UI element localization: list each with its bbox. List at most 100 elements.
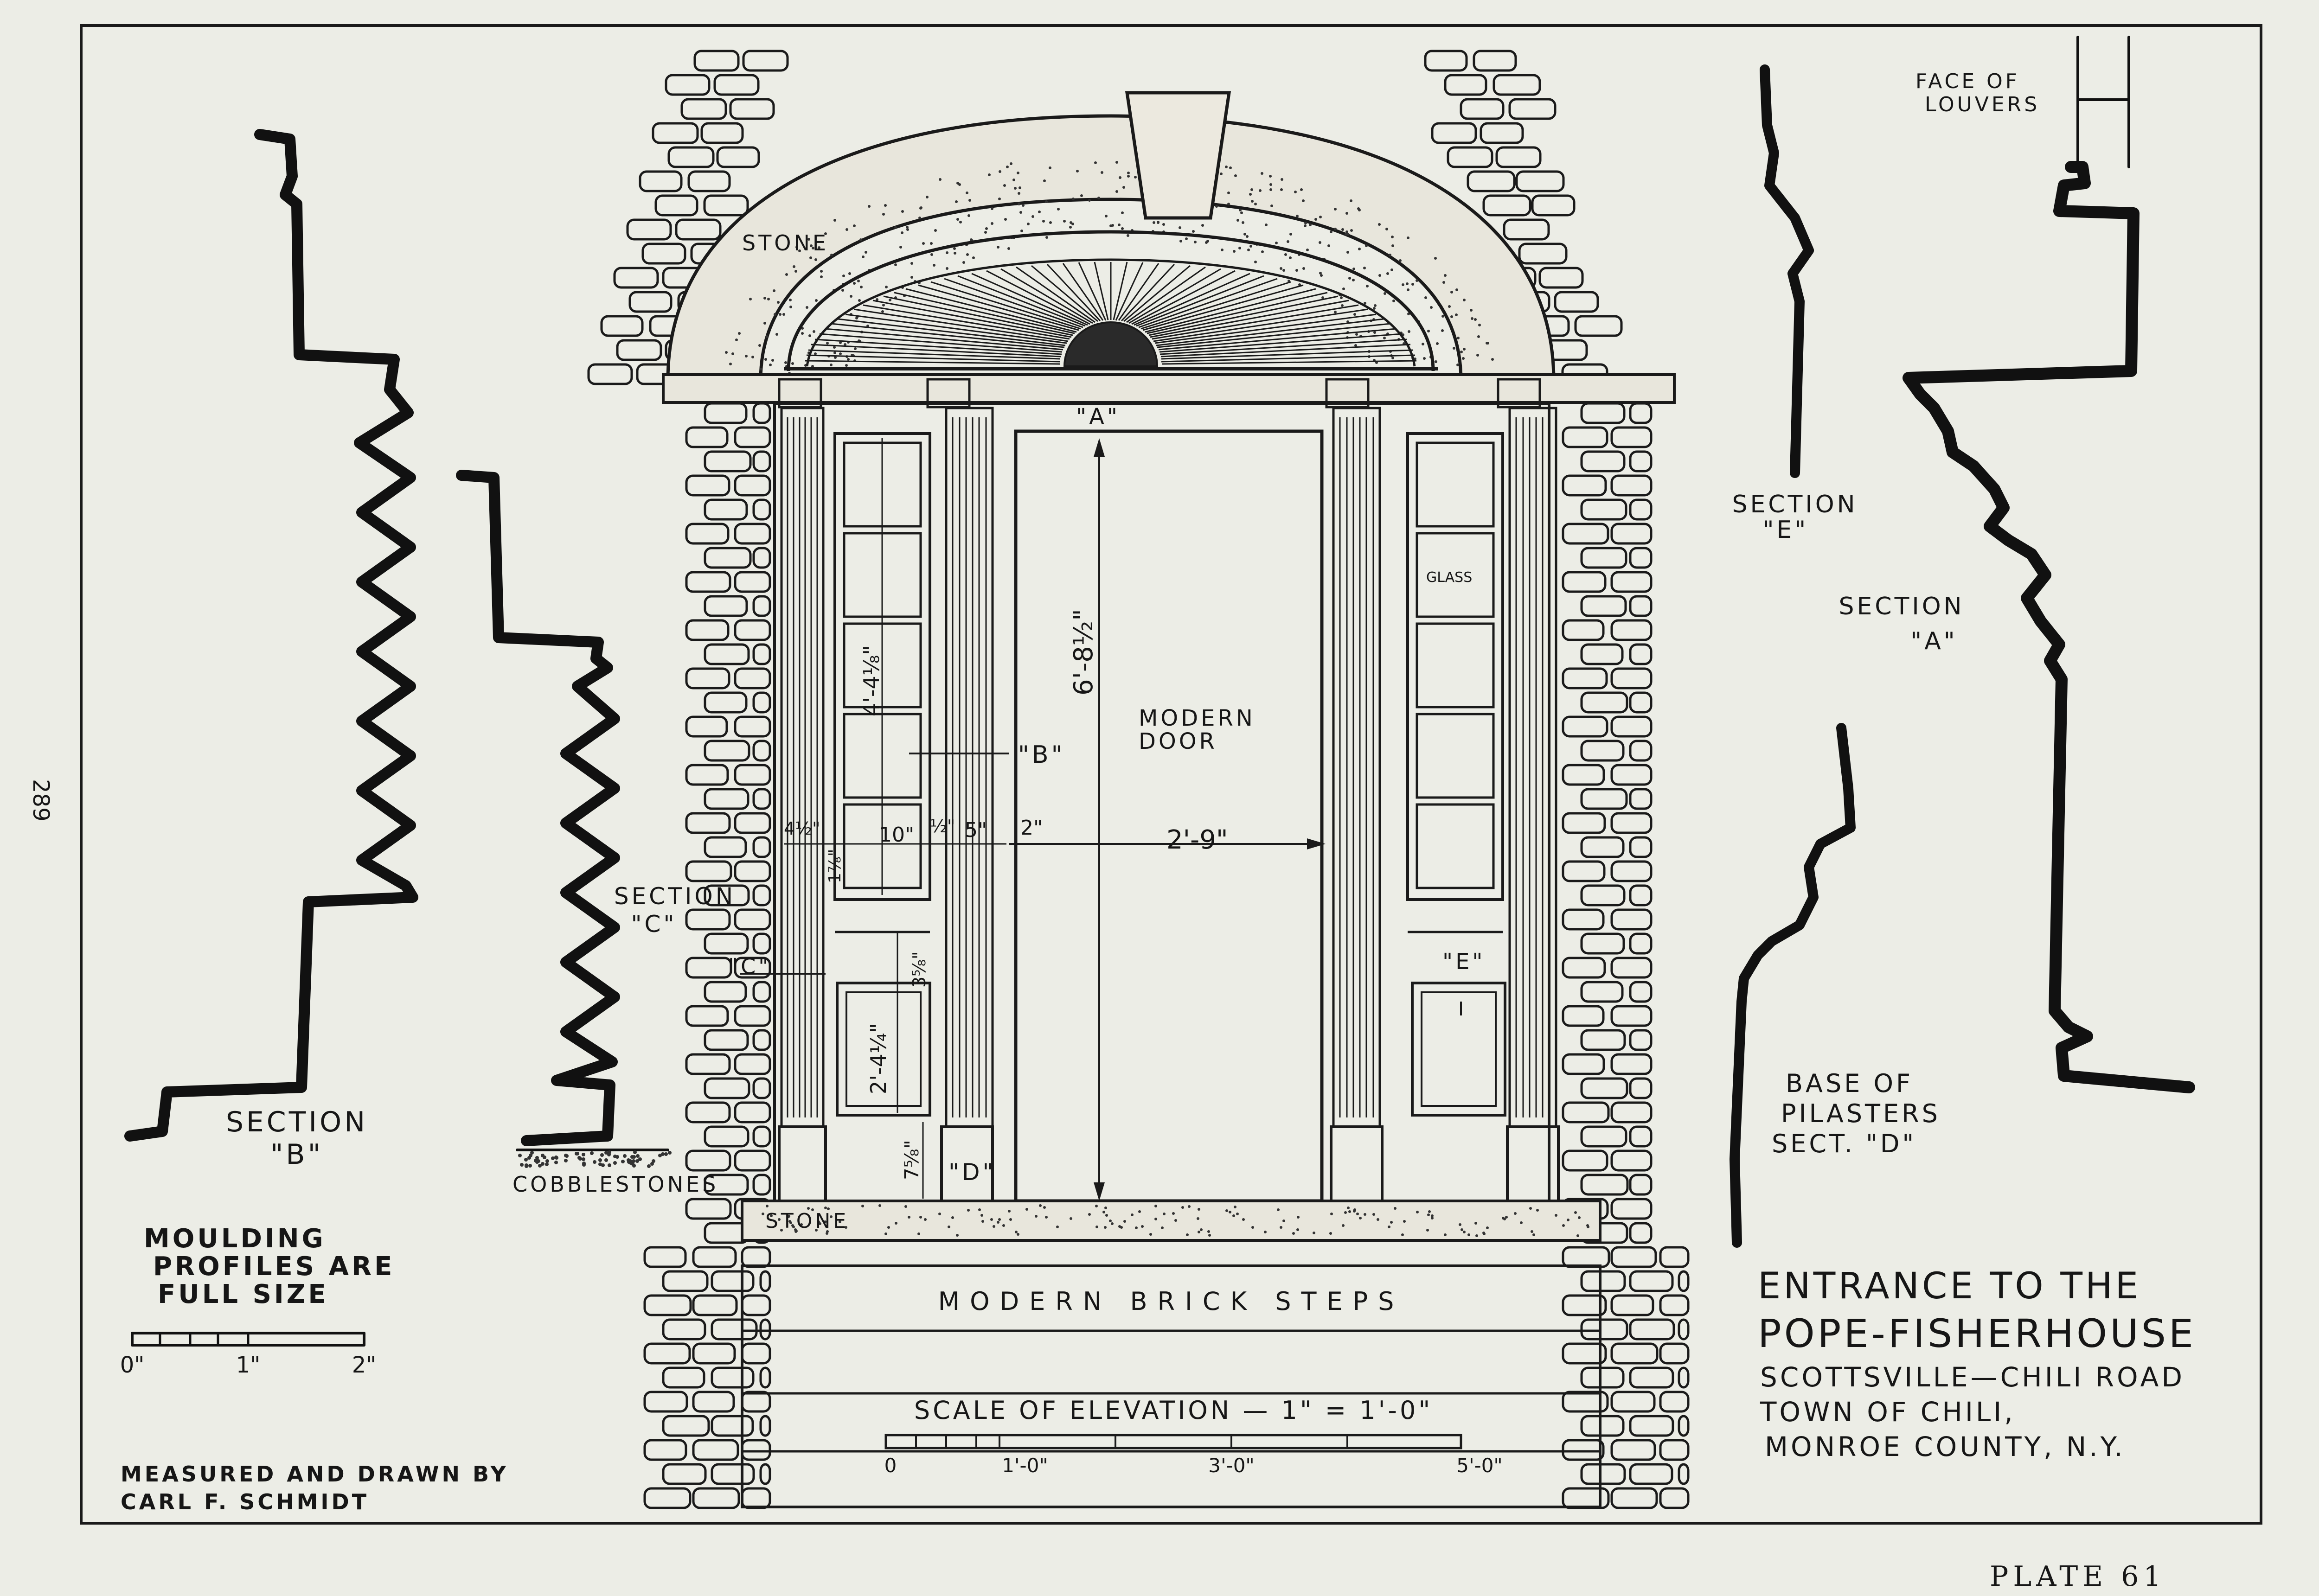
stipple-dot [901, 210, 904, 213]
brick [734, 860, 771, 882]
stipple-dot [535, 1156, 539, 1160]
stipple-dot [1378, 274, 1381, 277]
stipple-dot [1319, 272, 1322, 275]
brick [711, 1270, 755, 1292]
stipple-dot [1514, 1212, 1517, 1215]
stipple-dot [811, 1208, 814, 1211]
stipple-dot [1431, 1214, 1434, 1217]
brick [643, 1342, 691, 1365]
brick [685, 1101, 731, 1124]
stipple-dot [1292, 1232, 1295, 1235]
stipple-dot [1374, 304, 1377, 307]
stipple-dot [1461, 1228, 1463, 1231]
label-stone-arch: STONE [742, 230, 829, 255]
stipple-dot [1345, 233, 1347, 236]
scale-tick-1: 1'-0" [1002, 1454, 1048, 1477]
brick [734, 957, 771, 979]
stipple-dot [1386, 272, 1389, 275]
brick [1580, 1029, 1626, 1051]
stipple-dot [1304, 224, 1307, 227]
stipple-dot [1434, 257, 1437, 260]
stipple-dot [1459, 1223, 1461, 1226]
stipple-dot [1007, 247, 1010, 250]
stipple-dot [769, 364, 772, 366]
brick [1678, 1463, 1690, 1485]
brick [734, 474, 771, 497]
brick [1580, 1415, 1625, 1437]
fan-ray [930, 281, 1081, 330]
stipple-dot [1428, 1210, 1431, 1213]
stipple-dot [1503, 1218, 1506, 1220]
stipple-dot [1383, 337, 1386, 339]
stipple-dot [638, 1157, 642, 1161]
stipple-dot [1018, 192, 1020, 195]
fan-ray [1031, 265, 1098, 322]
brick [1610, 860, 1653, 882]
brick [1610, 1342, 1659, 1365]
stipple-dot [906, 226, 909, 229]
brick [628, 291, 673, 313]
stipple-dot [789, 1221, 792, 1224]
fan-ray [1121, 263, 1175, 322]
stipple-dot [1247, 249, 1250, 251]
brick [662, 1463, 707, 1485]
stipple-dot [899, 246, 902, 249]
stipple-dot [1088, 199, 1091, 202]
stipple-dot [795, 1230, 798, 1232]
stipple-dot [910, 276, 913, 279]
brick [752, 836, 771, 858]
stipple-dot [1122, 186, 1125, 189]
fan-ray [1161, 354, 1416, 363]
brick [692, 1246, 737, 1268]
stipple-dot [1115, 161, 1118, 164]
stipple-dot [1296, 1228, 1299, 1231]
stipple-dot [763, 297, 766, 300]
stipple-dot [924, 1218, 927, 1221]
label-scale-title: SCALE OF ELEVATION — 1" = 1'-0" [914, 1396, 1433, 1425]
stipple-dot [762, 1213, 764, 1215]
stipple-dot [1254, 203, 1257, 205]
stipple-dot [826, 342, 829, 345]
stipple-dot [967, 1209, 970, 1212]
brick [1515, 170, 1565, 192]
fan-ray [1136, 275, 1264, 327]
stipple-dot [1008, 1210, 1011, 1213]
stipple-dot [1467, 1233, 1470, 1236]
stipple-dot [1232, 1214, 1235, 1217]
stipple-dot [1174, 1219, 1177, 1222]
fan-ray [1145, 288, 1316, 333]
stipple-dot [1422, 343, 1424, 345]
brick [1580, 788, 1628, 810]
stipple-dot [946, 251, 948, 254]
stipple-dot [1236, 219, 1239, 222]
stipple-dot [841, 289, 844, 292]
brick [741, 1391, 771, 1413]
brick [641, 243, 686, 265]
stipple-dot [1347, 1207, 1350, 1209]
stipple-dot [1444, 1233, 1447, 1236]
stipple-dot [1346, 251, 1349, 254]
stipple-dot [857, 280, 860, 282]
stipple-dot [1049, 166, 1051, 169]
brick [1562, 860, 1606, 882]
stipple-dot [1456, 364, 1459, 366]
stone-sill [741, 1200, 1602, 1242]
louvers-line2: LOUVERS [1925, 93, 2040, 116]
brick [1610, 1391, 1656, 1413]
stipple-dot [956, 1234, 959, 1237]
brick [703, 194, 749, 217]
brick [1610, 523, 1653, 545]
brick [1678, 1415, 1690, 1437]
stipple-dot [1088, 1213, 1091, 1216]
stipple-dot [1463, 348, 1466, 351]
stipple-dot [955, 200, 958, 203]
title-line1: ENTRANCE TO THE [1758, 1265, 2141, 1307]
brick [1460, 98, 1505, 120]
label-d3: ½" [930, 816, 955, 836]
stipple-dot [1127, 175, 1130, 178]
scale-tick-5: 5'-0" [1456, 1454, 1502, 1477]
brick [752, 498, 771, 521]
stipple-dot [985, 227, 988, 230]
brick [704, 643, 750, 665]
stipple-dot [1134, 176, 1137, 179]
